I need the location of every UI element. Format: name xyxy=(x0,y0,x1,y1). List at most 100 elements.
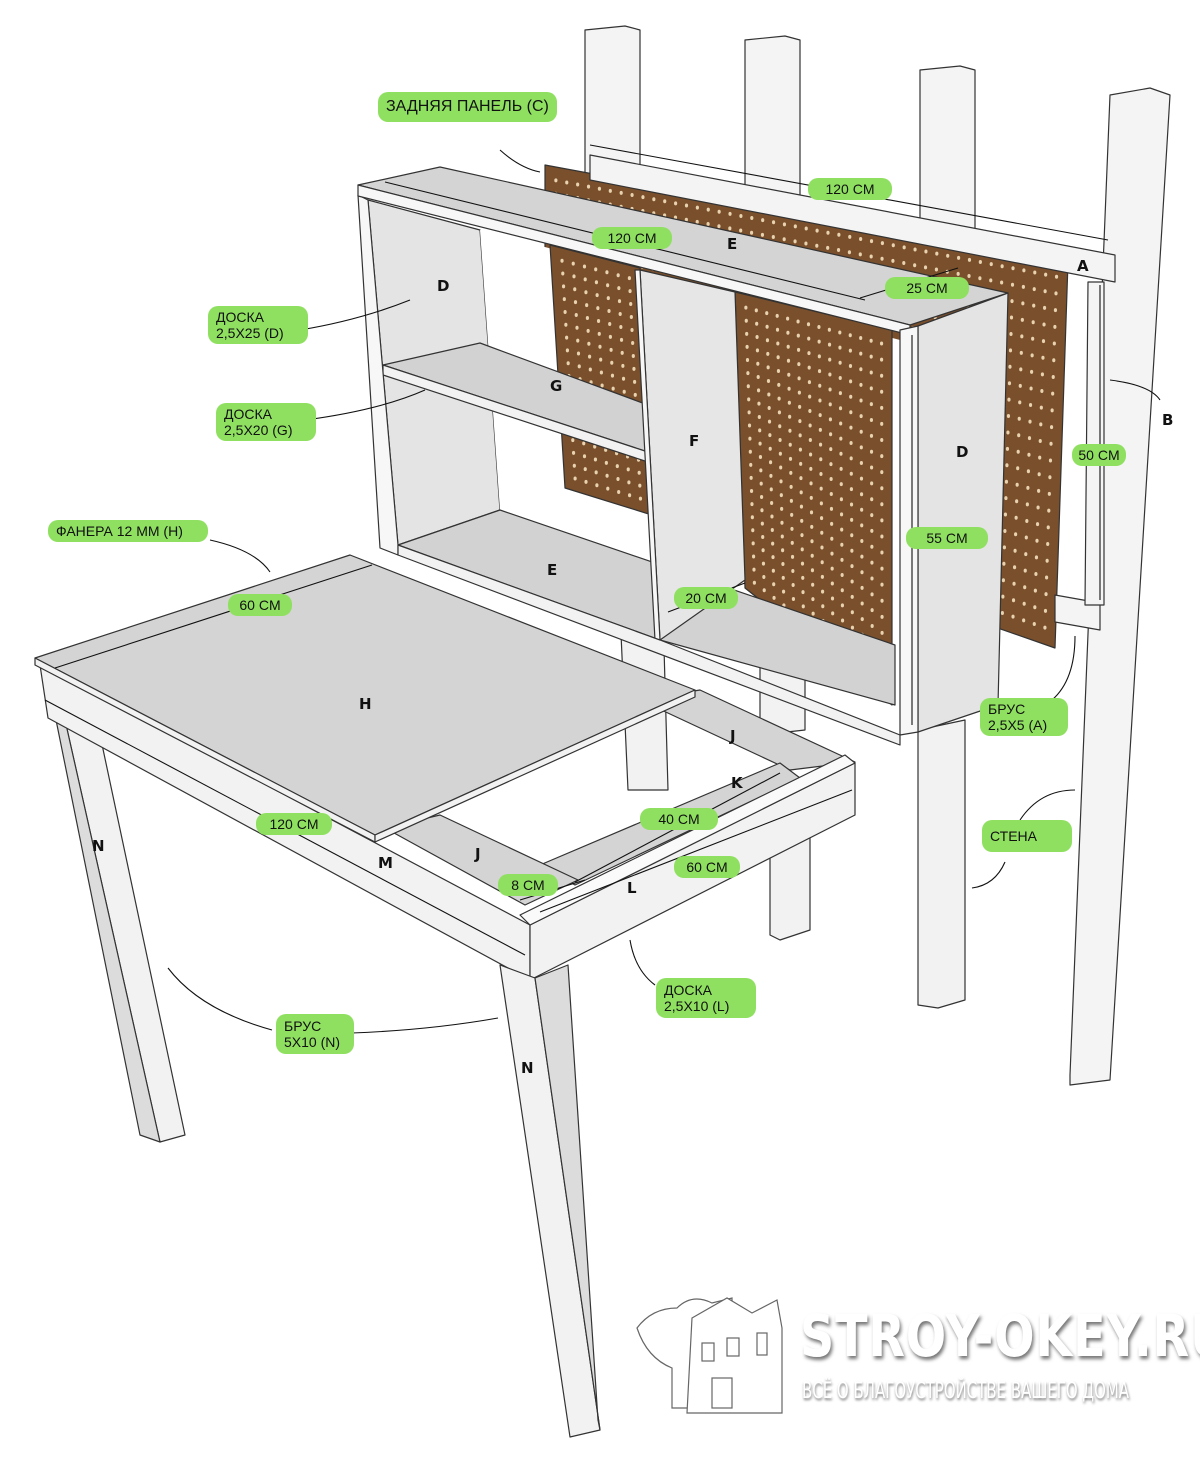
peg-hole xyxy=(759,468,763,473)
peg-hole xyxy=(1015,499,1019,504)
peg-hole xyxy=(1041,339,1046,344)
peg-hole xyxy=(804,226,808,231)
peg-hole xyxy=(1034,555,1039,560)
peg-hole xyxy=(1005,446,1010,451)
peg-hole xyxy=(618,312,622,317)
peg-hole xyxy=(1022,601,1026,606)
peg-hole xyxy=(787,400,791,405)
peg-hole xyxy=(815,228,819,233)
peg-hole xyxy=(1050,408,1054,413)
peg-hole xyxy=(838,360,842,365)
peg-hole xyxy=(1024,552,1028,557)
peg-hole xyxy=(1042,322,1046,327)
peg-hole xyxy=(848,234,852,239)
peg-hole xyxy=(767,406,771,411)
peg-hole xyxy=(772,582,776,587)
peg-hole xyxy=(564,322,568,327)
peg-hole xyxy=(801,590,805,595)
peg-hole xyxy=(582,454,587,459)
peg-hole xyxy=(1032,287,1036,292)
peg-hole xyxy=(869,354,873,359)
peg-hole xyxy=(808,437,812,442)
peg-hole xyxy=(1039,422,1043,427)
peg-hole xyxy=(1034,572,1038,577)
peg-hole xyxy=(778,451,782,456)
peg-hole xyxy=(584,290,588,295)
peg-hole xyxy=(860,523,864,528)
peg-hole xyxy=(859,236,863,241)
peg-hole xyxy=(596,306,600,311)
peg-hole xyxy=(1025,502,1029,507)
peg-hole xyxy=(771,568,775,573)
peg-hole xyxy=(1036,505,1040,510)
peg-hole xyxy=(619,337,624,342)
peg-hole xyxy=(627,276,632,281)
peg-hole xyxy=(818,413,822,418)
rail-a-top xyxy=(589,154,1116,283)
peg-hole xyxy=(880,566,884,571)
peg-hole xyxy=(617,299,622,304)
peg-hole xyxy=(880,454,884,459)
peg-hole xyxy=(840,573,844,578)
peg-hole xyxy=(810,524,814,529)
peg-hole xyxy=(1000,280,1004,285)
peg-hole xyxy=(1001,578,1005,583)
peg-hole xyxy=(819,486,823,491)
peg-hole xyxy=(891,243,895,248)
peg-hole xyxy=(804,241,808,246)
peg-hole xyxy=(749,230,754,235)
peg-hole xyxy=(840,618,845,623)
board-g-callout: ДОСКА 2,5X20 (G) xyxy=(216,403,316,441)
peg-hole xyxy=(1018,400,1022,405)
peg-hole xyxy=(808,423,812,428)
peg-hole xyxy=(786,316,790,321)
peg-hole xyxy=(859,414,863,419)
peg-hole xyxy=(758,428,762,433)
peg-hole xyxy=(633,379,637,384)
peg-hole xyxy=(869,433,874,438)
peg-hole xyxy=(779,479,783,484)
peg-hole xyxy=(800,547,804,552)
peg-hole xyxy=(1028,403,1033,407)
part-h-label: H xyxy=(359,695,372,713)
peg-hole xyxy=(811,582,815,587)
board-l-callout: ДОСКА 2,5X10 (L) xyxy=(656,978,756,1018)
peg-hole xyxy=(797,362,801,367)
peg-hole xyxy=(880,437,884,442)
peg-hole xyxy=(840,527,844,532)
peg-hole xyxy=(849,410,853,415)
peg-hole xyxy=(798,447,803,452)
peg-hole xyxy=(587,354,592,359)
peg-hole xyxy=(1053,308,1058,313)
peg-hole xyxy=(790,554,795,559)
peg-hole xyxy=(1004,496,1008,501)
peg-hole xyxy=(1020,334,1024,339)
peg-hole xyxy=(631,353,635,358)
peg-hole xyxy=(595,483,599,488)
peg-hole xyxy=(1040,372,1045,377)
peg-hole xyxy=(859,492,864,497)
peg-hole xyxy=(869,402,873,407)
peg-hole xyxy=(827,327,831,332)
peg-hole xyxy=(817,354,821,359)
dim-rail-spacing: 50 CM xyxy=(1072,444,1126,466)
peg-hole xyxy=(836,248,841,253)
peg-hole xyxy=(870,592,874,597)
peg-hole xyxy=(880,421,884,426)
peg-hole xyxy=(750,515,754,520)
dim-table-length: 120 CM xyxy=(256,813,332,835)
peg-hole xyxy=(582,441,586,446)
peg-hole xyxy=(1023,585,1027,590)
peg-hole xyxy=(586,184,591,189)
peg-hole xyxy=(767,419,772,424)
peg-hole xyxy=(870,624,874,629)
peg-hole xyxy=(780,534,784,539)
peg-hole xyxy=(621,376,626,381)
peg-hole xyxy=(1010,299,1014,304)
peg-hole xyxy=(891,258,895,263)
peg-hole xyxy=(755,348,760,353)
peg-hole xyxy=(791,596,796,601)
peg-hole xyxy=(562,297,566,302)
peg-hole xyxy=(606,296,610,301)
peg-hole xyxy=(768,446,772,451)
